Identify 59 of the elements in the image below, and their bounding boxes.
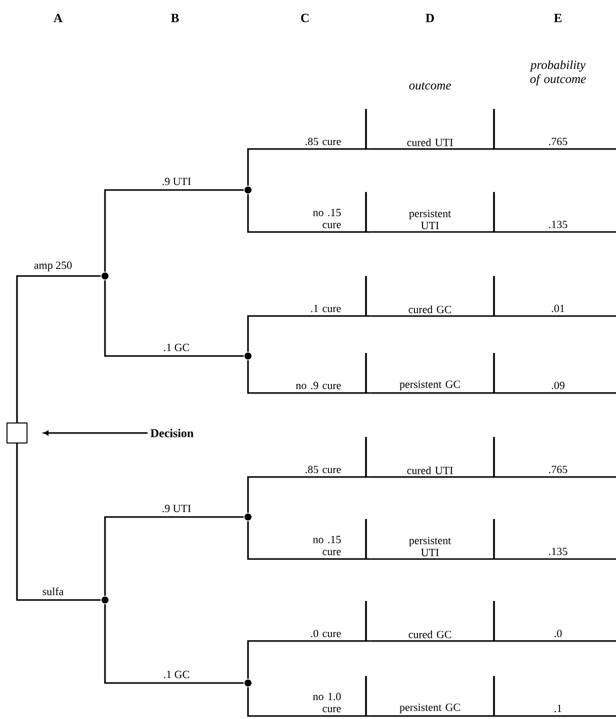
branch-label: no .9 cure <box>296 382 341 390</box>
probability-value: .765 <box>549 138 568 146</box>
branch-line <box>247 148 370 186</box>
probability-value: .09 <box>552 382 564 390</box>
outcome-text: persistent GC <box>400 380 460 390</box>
column-letter: B <box>171 14 179 22</box>
branch-label: .1 cure <box>311 304 341 312</box>
branch-line <box>16 444 101 601</box>
probability-value: .135 <box>549 548 568 556</box>
branch-label: .1 GC <box>164 344 190 352</box>
decision-label: Decision <box>150 428 194 438</box>
outcome-text: cured GC <box>408 305 452 314</box>
outcome-text: cured UTI <box>407 466 453 474</box>
outcome-text: persistent UTI <box>409 210 452 230</box>
branch-label: .85 cure <box>306 138 341 146</box>
branch-line <box>247 640 370 679</box>
branch-line <box>104 189 244 272</box>
probability-value: .1 <box>554 704 562 712</box>
branch-line <box>247 194 370 233</box>
branch-label: .85 cure <box>306 466 341 474</box>
probability-value: .765 <box>549 466 568 474</box>
branch-label: .9 UTI <box>162 178 191 186</box>
chance-dot <box>102 596 108 604</box>
branch-line <box>247 315 370 352</box>
branch-label: .9 UTI <box>162 504 191 512</box>
branch-line <box>104 516 244 596</box>
column-letter: C <box>301 14 309 22</box>
branch-line <box>247 360 370 394</box>
branch-label: no .15 cure <box>313 536 341 556</box>
probability-value: .0 <box>554 630 562 638</box>
branch-label: sulfa <box>42 587 64 596</box>
column-heading: probability of outcome <box>530 60 586 86</box>
column-heading: outcome <box>409 82 451 90</box>
branch-label: no 1.0 cure <box>313 692 341 712</box>
branch-label: .1 GC <box>164 670 190 678</box>
probability-value: .135 <box>549 220 568 228</box>
column-letter: E <box>554 14 562 22</box>
chance-dot <box>244 352 252 360</box>
chance-dot <box>244 186 252 194</box>
branch-line <box>247 521 370 560</box>
outcome-text: cured GC <box>408 630 452 638</box>
branch-line <box>104 604 244 684</box>
branch-line <box>16 275 101 422</box>
chance-dot <box>244 514 252 520</box>
column-letter: A <box>54 14 62 22</box>
chance-dot <box>244 680 252 686</box>
branch-label: amp 250 <box>34 262 72 272</box>
branch-line <box>43 430 148 436</box>
branch-line <box>247 476 370 513</box>
probability-value: .01 <box>552 304 564 312</box>
branch-label: .0 cure <box>311 630 341 638</box>
decision-box <box>6 422 28 444</box>
branch-line <box>104 280 244 357</box>
outcome-text: persistent UTI <box>409 536 452 556</box>
column-letter: D <box>426 14 434 22</box>
branch-label: no .15 cure <box>313 208 341 228</box>
outcome-text: cured UTI <box>407 138 453 146</box>
branch-line <box>247 687 370 717</box>
outcome-text: persistent GC <box>400 704 460 714</box>
